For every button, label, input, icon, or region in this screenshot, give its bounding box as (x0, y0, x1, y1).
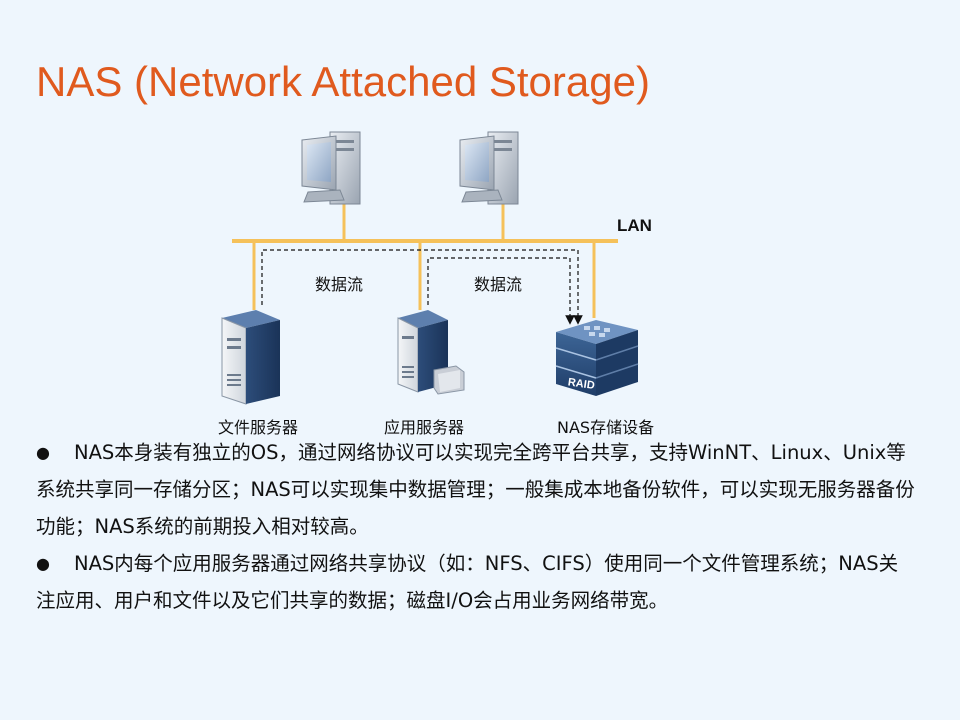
nas-storage-icon (555, 320, 639, 396)
app-server-label: 应用服务器 (384, 418, 465, 437)
slide-title: NAS (Network Attached Storage) (36, 58, 650, 105)
bullet-dot-icon: ● (36, 554, 50, 573)
data-flow-path-right (427, 257, 575, 325)
nas-diagram: RAID (221, 131, 639, 405)
bullet-item: ● NAS本身装有独立的OS，通过网络协议可以实现完全跨平台共享，支持WinNT… (36, 434, 916, 545)
lan-bus (232, 200, 618, 318)
file-server-icon (221, 310, 280, 405)
app-server-icon (397, 310, 465, 395)
workstation-icon (301, 131, 361, 205)
lan-label: LAN (617, 216, 652, 235)
bullet-text: NAS内每个应用服务器通过网络共享协议（如：NFS、CIFS）使用同一个文件管理… (36, 552, 899, 612)
bullet-list: ● NAS本身装有独立的OS，通过网络协议可以实现完全跨平台共享，支持WinNT… (36, 434, 916, 619)
bullet-item: ● NAS内每个应用服务器通过网络共享协议（如：NFS、CIFS）使用同一个文件… (36, 545, 916, 619)
bullet-dot-icon: ● (36, 443, 50, 462)
workstation-icon (459, 131, 519, 205)
bullet-text: NAS本身装有独立的OS，通过网络协议可以实现完全跨平台共享，支持WinNT、L… (36, 441, 915, 538)
data-flow-label-right: 数据流 (474, 275, 523, 294)
data-flow-path-left (261, 249, 583, 325)
file-server-label: 文件服务器 (218, 418, 299, 437)
raid-label: RAID (567, 376, 595, 392)
data-flow-label-left: 数据流 (315, 275, 364, 294)
nas-device-label: NAS存储设备 (557, 418, 655, 437)
